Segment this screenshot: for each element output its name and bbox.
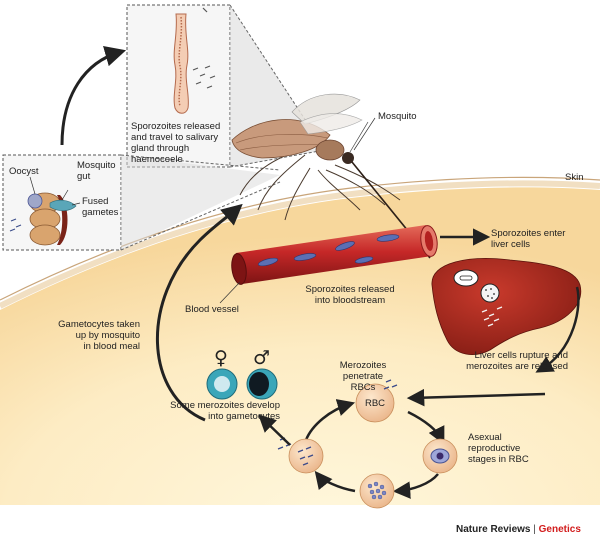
label-blood-vessel: Blood vessel (185, 304, 239, 315)
credit-journal: Nature Reviews (456, 524, 531, 535)
label-some-merozoites: Some merozoites develop into gametocytes (170, 400, 280, 422)
arrow-to-gametocytes (258, 414, 291, 446)
blood-vessel (231, 225, 438, 285)
skin-line (0, 176, 600, 301)
label-sporozoites-bloodstream: Sporozoites released into bloodstream (305, 284, 395, 306)
label-oocyst: Oocyst (9, 166, 39, 177)
label-sporozoites-salivary: Sporozoites released and travel to saliv… (131, 121, 221, 165)
salivary-gland (173, 7, 216, 114)
mosquito (231, 93, 431, 259)
credit-separator: | (530, 524, 539, 535)
label-mosquito: Mosquito (378, 111, 417, 122)
arrow-to-mosquito (156, 203, 243, 422)
rbc-cycle (277, 379, 458, 509)
male-symbol: ♂ (253, 347, 271, 369)
female-symbol: ♀ (214, 347, 228, 369)
label-sporozoites-enter-liver: Sporozoites enter liver cells (491, 228, 566, 250)
mosquito-gut (9, 192, 77, 246)
label-asexual-stages: Asexual reproductive stages in RBC (468, 432, 529, 465)
label-skin: Skin (565, 172, 584, 183)
gametocytes (206, 368, 278, 400)
label-merozoites-penetrate: Merozoites penetrate RBCs (339, 360, 387, 393)
journal-credit: Nature Reviews | Genetics (456, 524, 581, 535)
credit-section: Genetics (538, 524, 581, 535)
label-liver-rupture: Liver cells rupture and merozoites are r… (466, 350, 568, 372)
label-fused-gametes: Fused gametes (82, 196, 119, 218)
liver (431, 258, 582, 355)
label-gametocytes-taken-up: Gametocytes taken up by mosquito in bloo… (58, 319, 140, 352)
label-mosquito-gut: Mosquito gut (77, 160, 116, 182)
arrow-liver-to-rbc (406, 388, 546, 407)
label-rbc: RBC (364, 398, 386, 409)
arrow-gut-to-gland (60, 45, 127, 146)
